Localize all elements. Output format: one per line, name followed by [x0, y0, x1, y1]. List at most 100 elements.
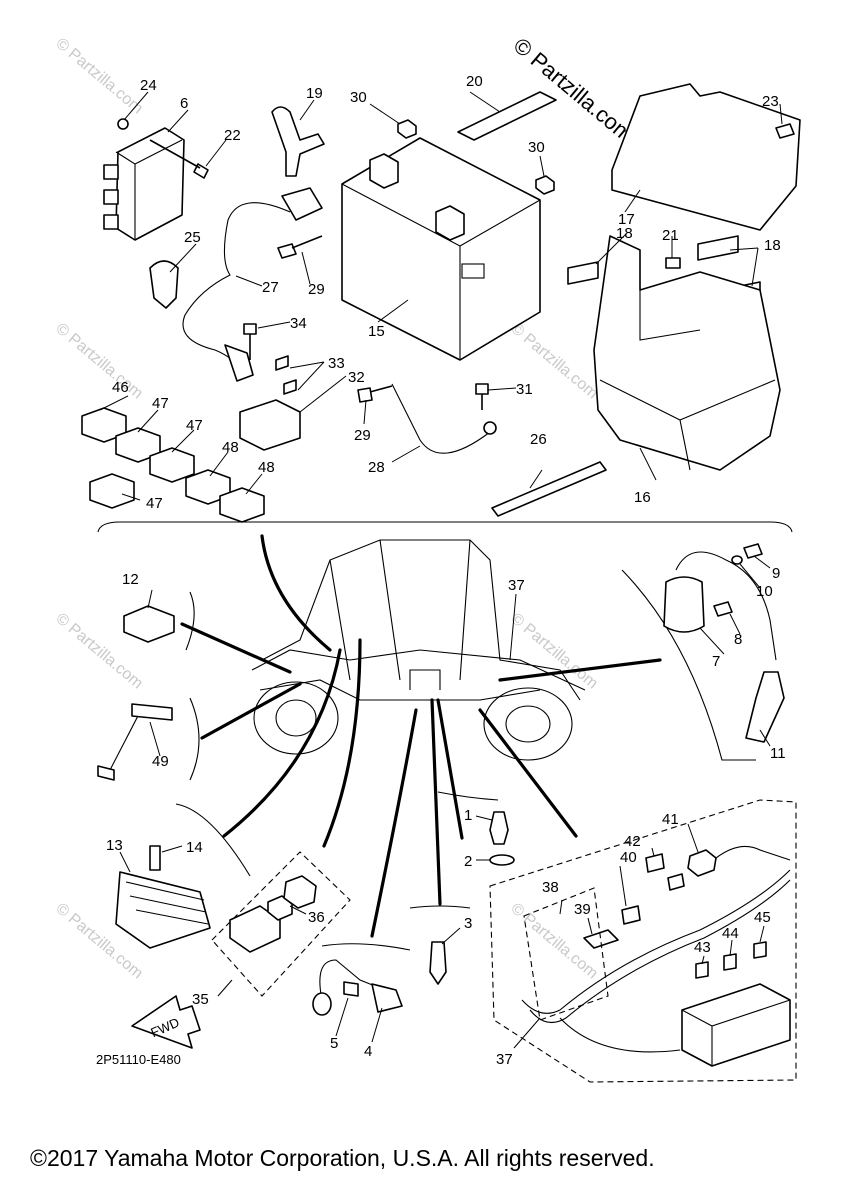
callout-37: 37	[496, 1051, 513, 1068]
callout-41: 41	[662, 811, 679, 828]
callout-34: 34	[290, 315, 307, 332]
part-10-washer	[731, 555, 743, 565]
part-47-connector	[89, 473, 135, 509]
callout-16: 16	[634, 489, 651, 506]
diagram-code: 2P51110-E480	[96, 1052, 181, 1067]
part-32-relay	[239, 399, 301, 451]
part-12-switch	[123, 605, 175, 643]
part-20-strap	[457, 91, 557, 141]
watermark-text: © Partzilla.com	[507, 610, 601, 692]
battery-box-assembly: 24 6 22 19 30 30 20 23 17 18 18 21 25 27…	[81, 73, 801, 523]
group-35-dashed-box	[211, 851, 351, 997]
part-36-nut	[267, 895, 293, 921]
callout-42: 42	[624, 833, 641, 850]
part-40-relay	[621, 905, 641, 925]
group-bracket-4	[321, 943, 411, 951]
callout-10: 10	[756, 583, 773, 600]
callout-35: 35	[192, 991, 209, 1008]
callout-47: 47	[146, 495, 163, 512]
part-27-cable	[182, 202, 291, 376]
callout-29: 29	[354, 427, 371, 444]
callout-32: 32	[348, 369, 365, 386]
callout-30: 30	[350, 89, 367, 106]
group-bracket-12	[185, 591, 195, 651]
callout-47: 47	[186, 417, 203, 434]
fwd-arrow: FWD	[131, 995, 201, 1049]
part-23-bolt	[775, 123, 795, 139]
callout-44: 44	[722, 925, 739, 942]
callout-25: 25	[184, 229, 201, 246]
callout-17: 17	[618, 211, 635, 228]
part-16-battery-box	[593, 235, 781, 471]
part-7-ignition-coil	[663, 576, 705, 633]
callout-20: 20	[466, 73, 483, 90]
part-8-bolt	[713, 601, 733, 617]
part-18-pad	[697, 235, 739, 261]
part-37-harness	[521, 869, 791, 1014]
part-4-sensor-wire	[319, 959, 391, 1001]
callout-4: 4	[364, 1043, 372, 1060]
part-14-bolt	[149, 845, 161, 871]
part-25-clamp	[149, 260, 179, 309]
part-21-screw	[665, 257, 681, 269]
callout-3: 3	[464, 915, 472, 932]
callout-22: 22	[224, 127, 241, 144]
group-bracket-49	[189, 697, 200, 781]
vehicle-outline	[251, 539, 586, 761]
callout-9: 9	[772, 565, 780, 582]
callout-18: 18	[616, 225, 633, 242]
callout-24: 24	[140, 77, 157, 94]
callout-38: 38	[542, 879, 559, 896]
part-48-connector	[219, 487, 265, 523]
part-22-bolt	[149, 139, 209, 179]
part-18-pad	[567, 261, 599, 285]
part-45-fuse	[753, 941, 767, 959]
part-31-bolt	[475, 383, 489, 410]
part-5-bolt	[343, 981, 359, 997]
watermark-text: © Partzilla.com	[52, 320, 146, 402]
callout-43: 43	[694, 939, 711, 956]
part-9-bolt	[743, 543, 763, 559]
part-33-fuse	[283, 379, 297, 395]
callout-47: 47	[152, 395, 169, 412]
callout-8: 8	[734, 631, 742, 648]
callout-40: 40	[620, 849, 637, 866]
callout-14: 14	[186, 839, 203, 856]
leader-lines-top	[99, 91, 783, 501]
watermark-text: © Partzilla.com	[52, 35, 146, 117]
callout-49: 49	[152, 753, 169, 770]
part-42-relay	[645, 853, 665, 873]
part-4-sensor	[371, 983, 403, 1013]
callout-45: 45	[754, 909, 771, 926]
copyright-notice: ©2017 Yamaha Motor Corporation, U.S.A. A…	[30, 1145, 655, 1171]
part-33-fuse	[275, 355, 289, 371]
callout-30: 30	[528, 139, 545, 156]
part-13-rectifier	[115, 871, 211, 949]
callout-31: 31	[516, 381, 533, 398]
callout-11: 11	[770, 745, 786, 762]
part-47-connector	[149, 447, 195, 483]
callout-2: 2	[464, 853, 472, 870]
callout-12: 12	[122, 571, 139, 588]
callout-37: 37	[508, 577, 525, 594]
callout-6: 6	[180, 95, 188, 112]
part-17-cover	[611, 83, 801, 231]
partzilla-watermark: © Partzilla.com	[509, 33, 639, 147]
part-30-nut	[535, 175, 555, 195]
part-19-clip	[271, 106, 325, 177]
part-6-ecu	[103, 127, 185, 241]
callout-15: 15	[368, 323, 385, 340]
part-28-cable	[391, 383, 491, 454]
part-29-bolt	[277, 235, 323, 259]
part-3-sensor	[429, 941, 447, 985]
callout-23: 23	[762, 93, 779, 110]
callout-1: 1	[464, 807, 472, 824]
callout-29: 29	[308, 281, 325, 298]
part-44-fuse	[723, 953, 737, 971]
callout-48: 48	[258, 459, 275, 476]
callout-13: 13	[106, 837, 123, 854]
callout-7: 7	[712, 653, 720, 670]
group-bracket-13	[175, 803, 251, 877]
part-1-spark-plug	[489, 811, 509, 845]
